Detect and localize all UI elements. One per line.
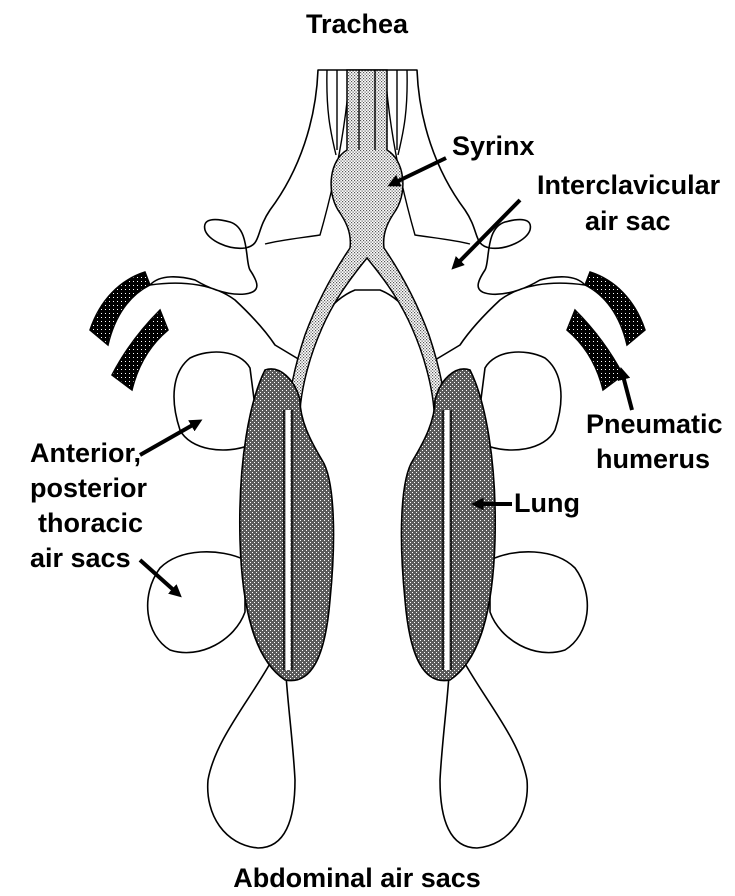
label-abdominal: Abdominal air sacs <box>233 863 481 893</box>
arrow-humerus <box>622 372 632 410</box>
label-pneumatic-1: Pneumatic <box>586 409 723 439</box>
label-thoracic-3: thoracic <box>38 508 143 538</box>
label-interclavicular-1: Interclavicular <box>537 170 721 200</box>
label-syrinx: Syrinx <box>452 131 535 161</box>
label-pneumatic-2: humerus <box>596 444 710 474</box>
label-thoracic-4: air sacs <box>30 543 131 573</box>
label-trachea: Trachea <box>306 9 409 39</box>
label-thoracic-2: posterior <box>30 473 148 503</box>
lungs <box>240 369 495 681</box>
label-lung: Lung <box>514 488 580 518</box>
label-interclavicular-2: air sac <box>585 206 671 236</box>
label-thoracic-1: Anterior, <box>30 438 141 468</box>
abdominal-air-sacs <box>208 660 528 848</box>
